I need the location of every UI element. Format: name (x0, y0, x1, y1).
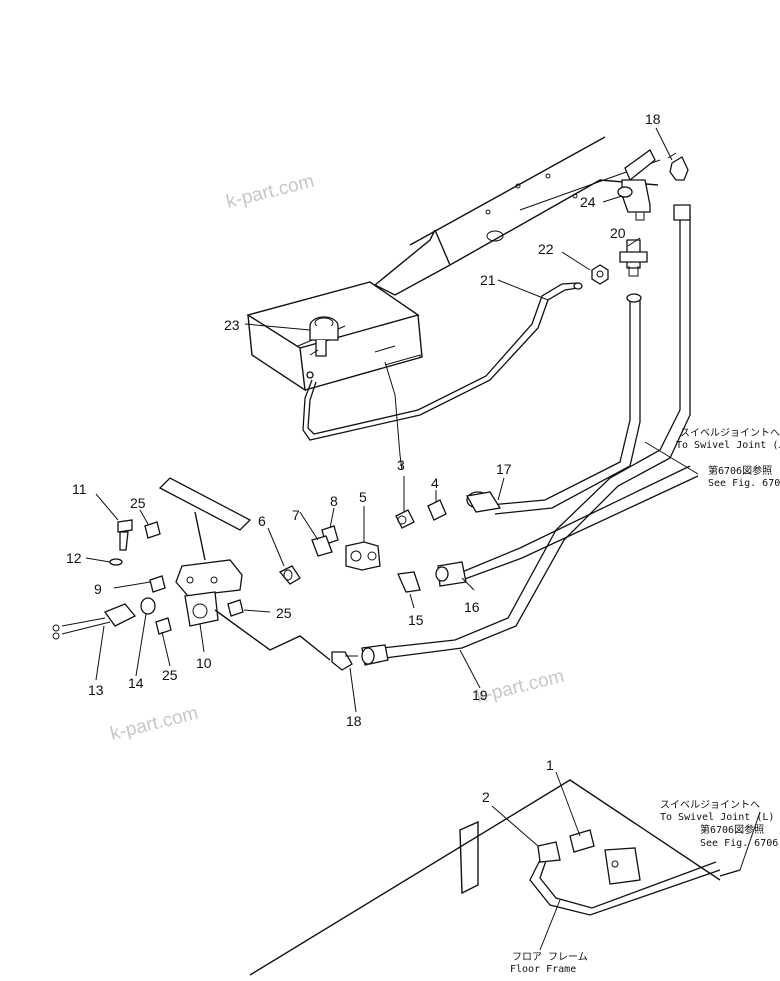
callout-12: 12 (66, 550, 82, 566)
part-21-tube (302, 282, 583, 471)
callout-24: 24 (580, 194, 596, 210)
watermark: k-part.com (224, 171, 316, 213)
part-11-bolt (117, 519, 133, 551)
note-swivel-j-jp: スイベルジョイントへ (680, 427, 780, 439)
callout-7: 7 (292, 507, 300, 523)
callout-22: 22 (538, 241, 554, 257)
part-4-fitting (427, 499, 447, 521)
part-25-fittings (144, 521, 244, 635)
callout-23: 23 (224, 317, 240, 333)
callout-1: 1 (546, 757, 554, 773)
callout-16: 16 (464, 599, 480, 615)
reference-notes: スイベルジョイントへ To Swivel Joint (J) 第6706図参照 … (510, 427, 780, 975)
part-12-washer (109, 558, 123, 566)
note-floor-frame-en: Floor Frame (510, 964, 576, 975)
hose-16 (435, 465, 699, 587)
part-5-tee (345, 541, 381, 571)
callout-25-a: 25 (130, 495, 146, 511)
note-swivel-l-en: To Swivel Joint (L) (660, 812, 774, 823)
watermark: k-part.com (108, 703, 200, 745)
part-3-fitting (395, 509, 415, 529)
callout-11: 11 (72, 481, 87, 497)
callout-3: 3 (397, 457, 405, 473)
note-see-fig-top-en: See Fig. 6706 (708, 478, 780, 489)
callout-5: 5 (359, 489, 367, 505)
callout-9: 9 (94, 581, 102, 597)
leader-lines (85, 127, 761, 951)
part-15-fitting (397, 571, 421, 593)
part-24-valve (617, 149, 656, 221)
callouts: 1 2 3 4 5 6 7 8 9 10 11 12 13 14 15 16 1… (66, 111, 661, 805)
callout-19: 19 (472, 687, 488, 703)
part-13-switch (52, 603, 137, 640)
callout-17: 17 (496, 461, 512, 477)
floor-frame (249, 779, 741, 976)
callout-21: 21 (480, 272, 496, 288)
callout-14: 14 (128, 675, 144, 691)
part-23-cap (306, 316, 339, 379)
callout-10: 10 (196, 655, 212, 671)
part-6-fitting (278, 565, 301, 585)
hose-19 (361, 204, 691, 666)
callout-13: 13 (88, 682, 104, 698)
callout-4: 4 (431, 475, 439, 491)
callout-25-c: 25 (162, 667, 178, 683)
callout-25-b: 25 (276, 605, 292, 621)
part-14-fitting (140, 597, 156, 615)
callout-15: 15 (408, 612, 424, 628)
note-see-fig-bottom-jp: 第6706図参照 (700, 823, 764, 836)
note-see-fig-bottom-en: See Fig. 6706 (700, 838, 778, 849)
callout-18-bottom: 18 (346, 713, 362, 729)
frame-structure (374, 136, 661, 296)
tank-box (246, 281, 423, 392)
part-7-fitting (311, 535, 333, 557)
hose-17 (465, 293, 642, 515)
part-20-fitting (619, 239, 648, 277)
note-see-fig-top-jp: 第6706図参照 (708, 464, 772, 477)
callout-8: 8 (330, 493, 338, 509)
callout-20: 20 (610, 225, 626, 241)
callout-18-top: 18 (645, 111, 661, 127)
watermark: k-part.com (474, 666, 566, 708)
pedal-valve-assembly (158, 477, 331, 661)
part-18-elbow-bottom (331, 651, 358, 671)
note-swivel-j-en: To Swivel Joint (J) (676, 440, 780, 451)
note-floor-frame-jp: フロア フレーム (512, 951, 588, 963)
callout-2: 2 (482, 789, 490, 805)
part-22-nut (591, 264, 609, 285)
part-18-elbow-top (667, 152, 689, 181)
callout-6: 6 (258, 513, 266, 529)
note-swivel-l-jp: スイベルジョイントへ (660, 799, 760, 811)
